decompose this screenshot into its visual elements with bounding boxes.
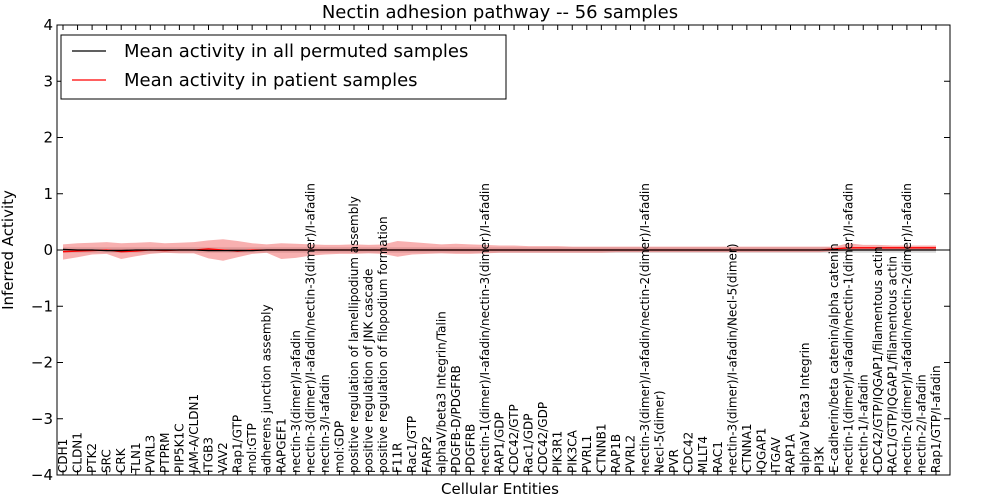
chart-title: Nectin adhesion pathway -- 56 samples (322, 2, 678, 23)
x-axis-label: Cellular Entities (441, 480, 559, 498)
category-label: positive regulation of filopodium format… (376, 216, 390, 473)
category-label: RAP1B (609, 434, 623, 473)
category-label: E-cadherin/beta catenin/alpha catenin (827, 243, 841, 473)
category-label: IQGAP1 (754, 428, 768, 473)
y-tick-label: 1 (43, 185, 53, 203)
category-label: Rap1/GTP (231, 415, 245, 473)
category-label: PI3K (813, 446, 827, 473)
category-label: PDGFRB (463, 424, 477, 473)
y-tick-label: 4 (43, 16, 53, 34)
category-label: CDC42/GTP (507, 404, 521, 473)
category-label: PVRL3 (143, 435, 157, 473)
category-label: nectin-3(dimer)/I-afadin/Necl-5(dimer) (725, 243, 739, 473)
y-tick-label: 3 (43, 72, 53, 90)
category-label: mol:GDP (332, 421, 346, 473)
category-label: PIP5K1C (172, 423, 186, 473)
category-label: CTNNA1 (740, 423, 754, 473)
category-label: nectin-1(dimer)/I-afadin/nectin-3(dimer)… (478, 183, 492, 473)
category-label: RAC1/GTP/IQGAP1/filamentous actin (885, 256, 899, 473)
plot-frame (56, 24, 951, 476)
category-label: positive regulation of lamellipodium ass… (347, 196, 361, 473)
category-label: F11R (391, 442, 405, 473)
category-label: alphaV/beta3 Integrin/Talin (434, 311, 448, 473)
category-label: Necl-5(dimer) (653, 390, 667, 473)
category-label: RAP1/GDP (493, 412, 507, 473)
category-label: MLLT4 (696, 436, 710, 473)
y-axis-label: Inferred Activity (0, 190, 17, 310)
category-label: nectin-1/I-afadin (856, 374, 870, 473)
category-label: alphaV beta3 Integrin (798, 342, 812, 473)
category-label: PVRL2 (624, 435, 638, 473)
category-label: Rac1/GDP (522, 414, 536, 473)
permuted-mean-line (62, 248, 936, 252)
category-label: CDC42/GDP (536, 402, 550, 473)
category-label: CDH1 (56, 439, 70, 473)
category-label: PTPRM (158, 433, 172, 474)
legend-label: Mean activity in patient samples (124, 70, 418, 91)
y-tick-label: −2 (31, 354, 53, 372)
y-tick-label: −4 (31, 466, 53, 484)
category-label: FARP2 (420, 436, 434, 473)
category-label: nectin-3/I-afadin (318, 374, 332, 473)
category-label: CDC42 (682, 432, 696, 473)
category-label: nectin-1(dimer)/I-afadin/nectin-1(dimer)… (842, 183, 856, 473)
category-label: PVRL1 (580, 435, 594, 473)
category-label: Rac1/GTP (405, 416, 419, 473)
category-label: ITGAV (769, 436, 783, 473)
category-label: nectin-3(dimer)/I-afadin (289, 330, 303, 473)
category-label: mol:GTP (245, 423, 259, 473)
legend-box (60, 34, 507, 100)
y-tick-label: 0 (43, 241, 53, 259)
category-label: CLDN1 (71, 432, 85, 473)
y-tick-label: −3 (31, 410, 53, 428)
category-label: VAV2 (216, 442, 230, 473)
category-label: PVR (667, 449, 681, 473)
category-label: positive regulation of JNK cascade (362, 269, 376, 473)
category-label: CDC42/GTP/IQGAP1/filamentous actin (871, 247, 885, 473)
category-label: CRK (114, 447, 128, 473)
category-label: nectin-2/I-afadin (915, 374, 929, 473)
y-tick-label: 2 (43, 129, 53, 147)
legend: Mean activity in all permuted samplesMea… (60, 34, 507, 100)
category-label: TLN1 (129, 442, 143, 474)
category-label: adherens junction assembly (260, 304, 274, 473)
category-label: RAP1A (784, 433, 798, 473)
category-label: RAC1 (711, 441, 725, 473)
category-label: nectin-3(dimer)/I-afadin/nectin-2(dimer)… (638, 183, 652, 473)
category-label: nectin-2(dimer)/I-afadin/nectin-2(dimer)… (900, 183, 914, 473)
y-tick-label: −1 (31, 297, 53, 315)
category-label: PIK3R1 (551, 431, 565, 473)
category-label: PIK3CA (565, 429, 579, 473)
category-label: PDGFB-D/PDGFRB (449, 365, 463, 473)
category-label: Rap1/GTP/I-afadin (929, 365, 943, 473)
category-label: PTK2 (85, 443, 99, 473)
category-label: SRC (100, 449, 114, 473)
category-label: CTNNB1 (594, 423, 608, 473)
category-label: JAM-A/CLDN1 (187, 394, 201, 474)
category-label: ITGB3 (202, 437, 216, 473)
category-label: RAPGEF1 (274, 418, 288, 473)
category-label: nectin-3(dimer)/I-afadin/nectin-3(dimer)… (303, 183, 317, 473)
legend-label: Mean activity in all permuted samples (124, 41, 468, 62)
